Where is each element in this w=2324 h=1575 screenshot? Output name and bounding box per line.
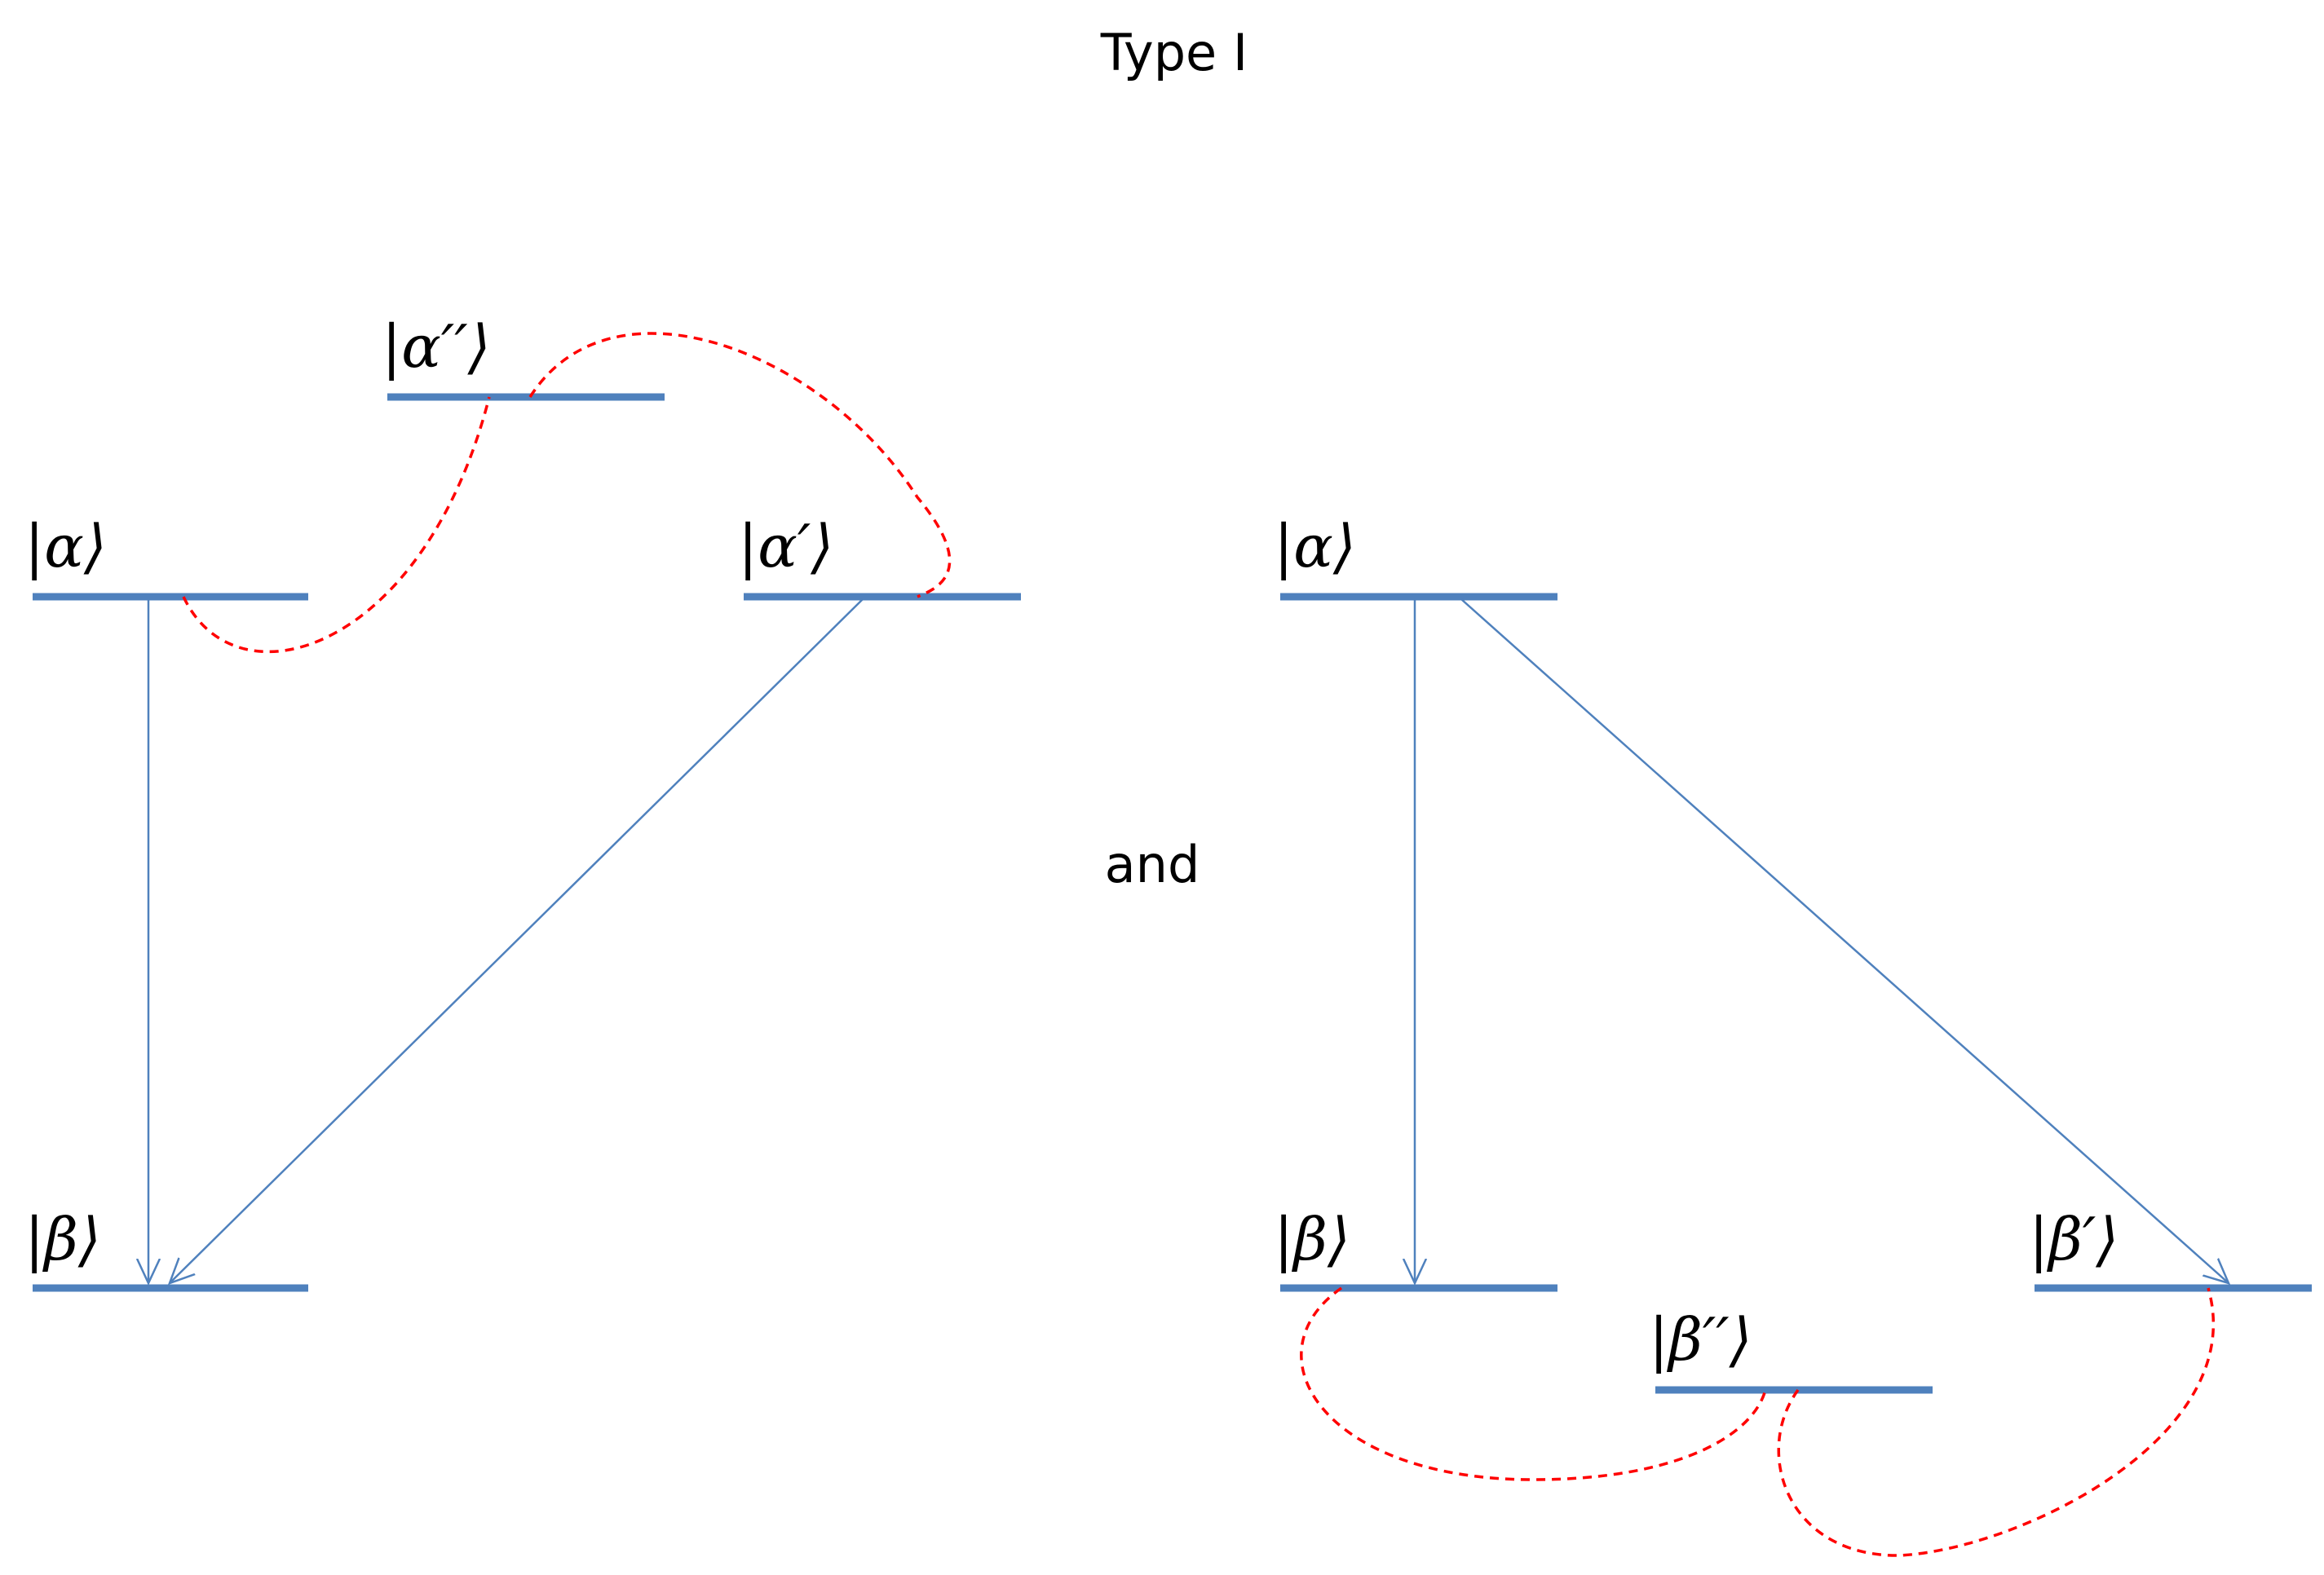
transition-alpha-to-beta-prime-right <box>1460 598 2229 1283</box>
diagram-title: Type I <box>1100 23 1248 82</box>
label-alpha-prime-left: |α′⟩ <box>738 512 833 580</box>
label-beta-right: |β⟩ <box>1274 1205 1350 1273</box>
left-diagram: |α′′⟩ |α⟩ |α′⟩ |β⟩ <box>24 312 1021 1292</box>
label-alpha-double-prime-left: |α′′⟩ <box>382 312 491 381</box>
label-alpha-left: |α⟩ <box>24 512 107 580</box>
label-alpha-right: |α⟩ <box>1274 512 1356 580</box>
transition-alpha-prime-to-beta-left <box>170 598 864 1283</box>
label-beta-prime-right: |β′⟩ <box>2029 1205 2119 1273</box>
coupling-beta-double-prime-to-beta-prime <box>1777 1287 2216 1557</box>
label-beta-double-prime-right: |β′′⟩ <box>1649 1305 1752 1374</box>
coupling-alpha-to-alpha-double-prime <box>182 396 491 654</box>
coupling-beta-to-beta-double-prime <box>1300 1286 1767 1481</box>
connector-label: and <box>1105 835 1200 894</box>
right-diagram: |α⟩ |β⟩ |β′⟩ |β′′⟩ <box>1274 512 2312 1557</box>
label-beta-left: |β⟩ <box>24 1205 101 1273</box>
